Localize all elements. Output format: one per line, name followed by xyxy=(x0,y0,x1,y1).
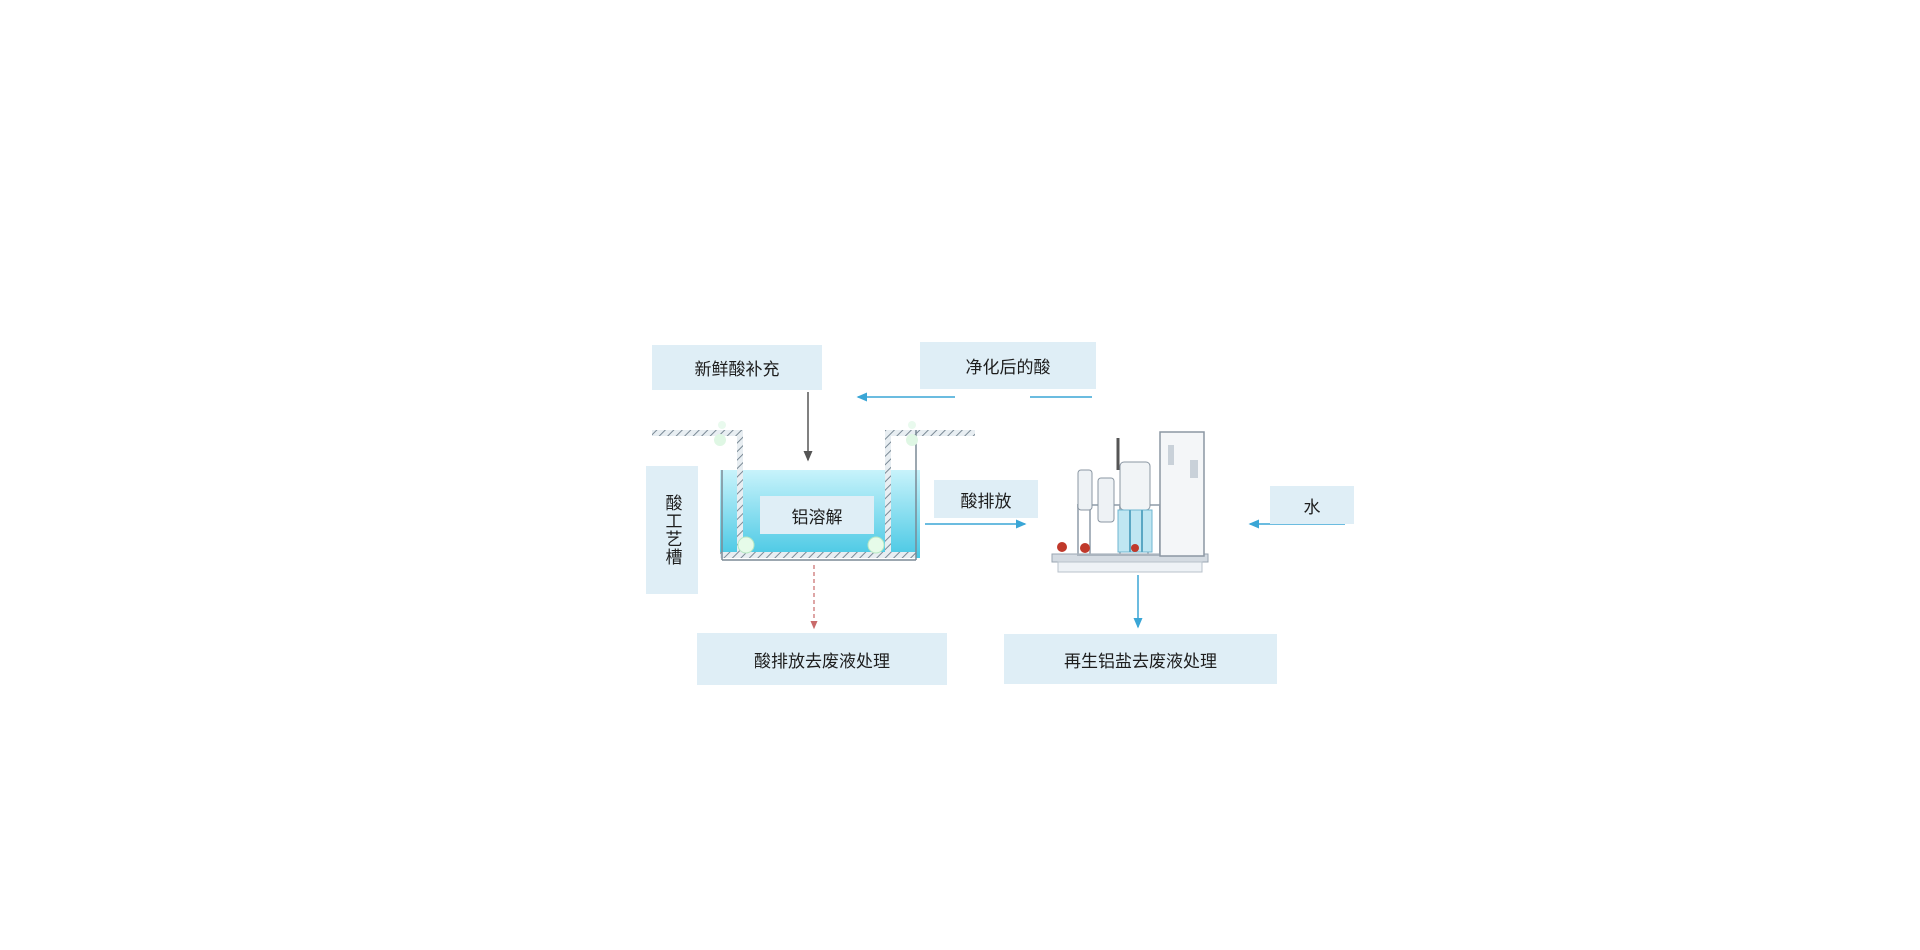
acid-discharge-label: 酸排放 xyxy=(934,480,1038,518)
fresh-acid-label: 新鲜酸补充 xyxy=(652,345,822,390)
water-label: 水 xyxy=(1270,486,1354,524)
regen-to-waste-label: 再生铝盐去废液处理 xyxy=(1004,634,1277,684)
tank-label: 酸工艺槽 xyxy=(646,466,698,594)
tank-bottom xyxy=(720,552,916,558)
al-dissolve-label: 铝溶解 xyxy=(760,496,874,534)
bubble-icon xyxy=(908,421,916,429)
tank-left-rim xyxy=(652,430,742,436)
tank-right-wall xyxy=(885,430,891,558)
bubble-icon xyxy=(737,536,755,554)
purified-acid-label: 净化后的酸 xyxy=(920,342,1096,389)
tank-left-wall xyxy=(737,430,743,558)
bubble-icon xyxy=(714,434,726,446)
tank-right-rim xyxy=(885,430,975,436)
bubble-icon xyxy=(867,536,885,554)
acid-purification-unit-illustration xyxy=(1051,431,1209,573)
bubble-icon xyxy=(718,421,726,429)
bubble-icon xyxy=(906,434,918,446)
pump-icon xyxy=(1080,543,1090,553)
pump-icon xyxy=(1131,544,1139,552)
acid-to-waste-label: 酸排放去废液处理 xyxy=(697,633,947,685)
acid-tank-illustration xyxy=(652,421,975,561)
pump-icon xyxy=(1057,542,1067,552)
